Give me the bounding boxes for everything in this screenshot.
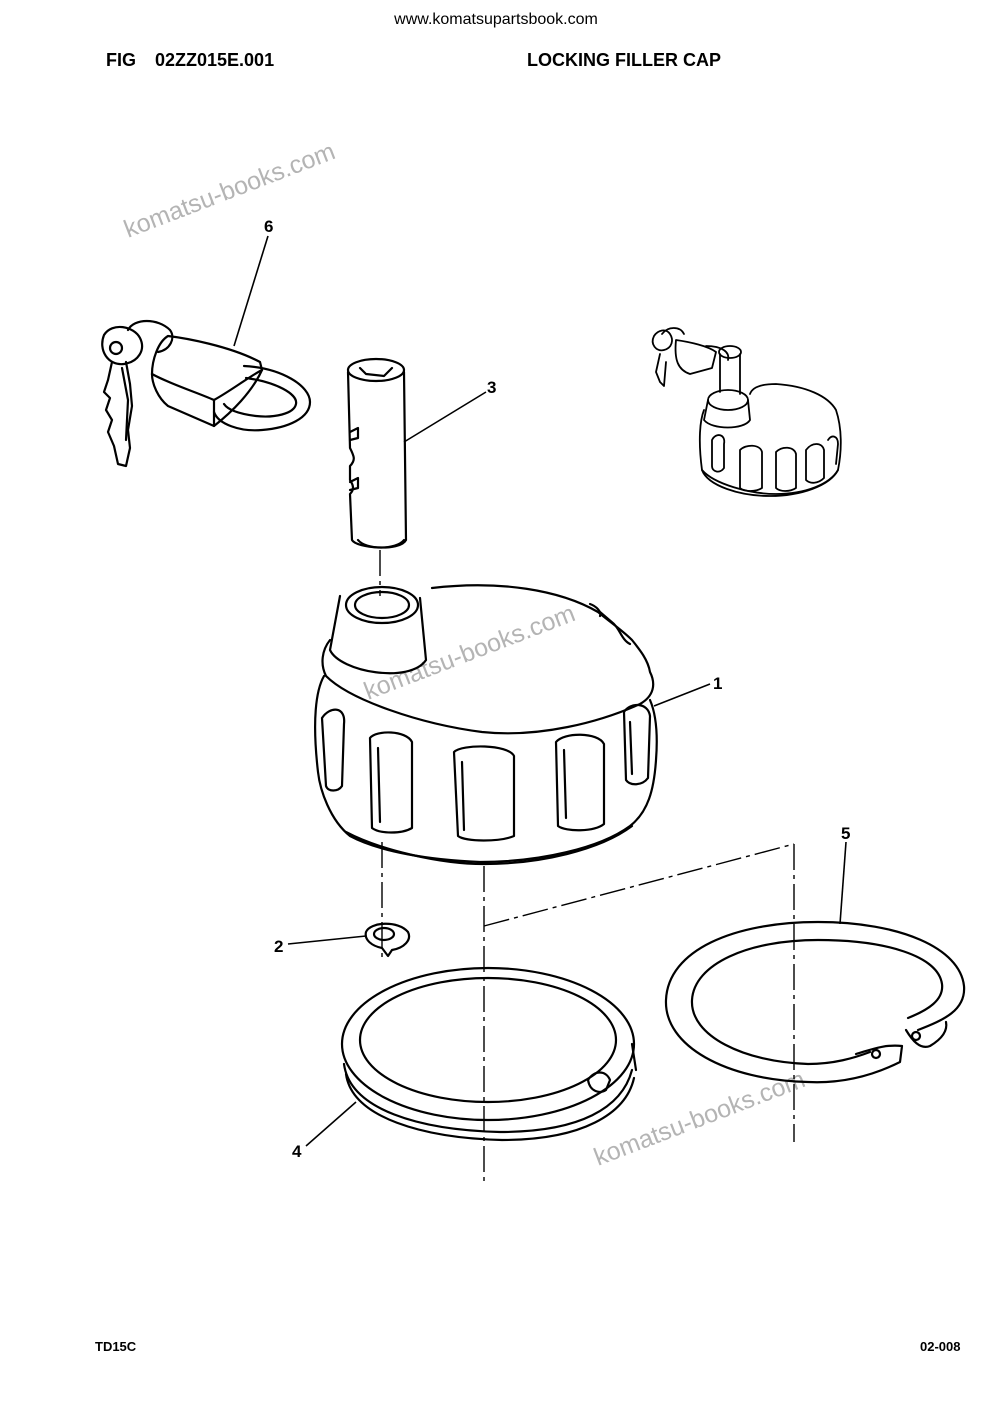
callout-4: 4 [292,1142,302,1161]
callout-1: 1 [713,674,722,693]
model-code: TD15C [95,1339,137,1354]
callout-2: 2 [274,937,283,956]
page-number: 02-008 [920,1339,961,1354]
washer-part [364,922,411,958]
callout-6: 6 [264,217,273,236]
lock-pin-part [346,357,408,549]
callout-5: 5 [841,824,850,843]
assembled-cap-view [651,327,842,497]
snap-ring-part [340,966,638,1142]
callout-3: 3 [487,378,496,397]
padlock-part [101,319,312,468]
watermark-text: komatsu-books.com [590,1065,809,1171]
watermark-text: komatsu-books.com [360,599,579,705]
circlip-part [664,920,966,1084]
figure-title: LOCKING FILLER CAP [527,50,721,70]
filler-cap-part [314,584,658,866]
watermark-text: komatsu-books.com [120,137,339,243]
leader-lines [233,235,847,1147]
figure-number: FIG 02ZZ015E.001 [106,50,275,70]
centre-lines [379,550,795,1186]
site-url: www.komatsupartsbook.com [394,11,598,28]
